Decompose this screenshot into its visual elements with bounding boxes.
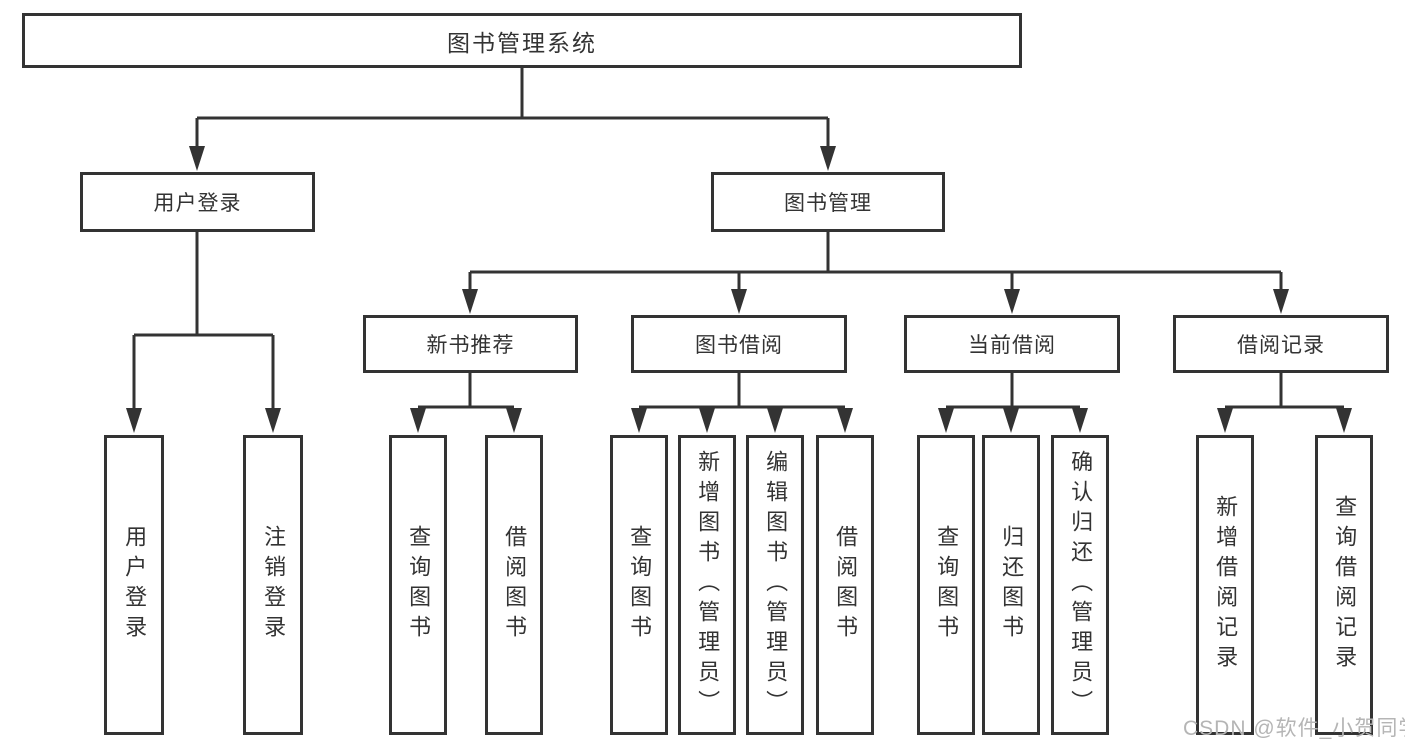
leaf-label: 查询图书 [627,525,653,645]
node-book-borrowing: 图书借阅 [631,315,847,373]
leaf-label: 新增图书（管理员） [695,450,721,720]
leaf-edit-book-admin: 编辑图书（管理员） [746,435,804,735]
node-book-management: 图书管理 [711,172,945,232]
leaf-query-books-current: 查询图书 [917,435,975,735]
arrowhead-icons [126,146,1352,433]
node-borrowing-records: 借阅记录 [1173,315,1389,373]
leaf-label: 归还图书 [999,525,1025,645]
node-label: 用户登录 [153,192,242,215]
leaf-label: 查询图书 [406,525,432,645]
leaf-query-books-recommend: 查询图书 [389,435,447,735]
node-user-login: 用户登录 [80,172,315,232]
leaf-label: 编辑图书（管理员） [763,450,789,720]
watermark: CSDN @软件_小贺同学 [1183,717,1405,740]
node-label: 新书推荐 [426,334,515,357]
leaf-label: 借阅图书 [502,525,528,645]
leaf-query-borrow-record: 查询借阅记录 [1315,435,1373,735]
leaf-add-borrow-record: 新增借阅记录 [1196,435,1254,735]
leaf-label: 确认归还（管理员） [1068,450,1094,720]
leaf-add-book-admin: 新增图书（管理员） [678,435,736,735]
node-current-borrowing: 当前借阅 [904,315,1120,373]
leaf-query-books-borrowing: 查询图书 [610,435,668,735]
leaf-user-login: 用户登录 [104,435,164,735]
leaf-borrow-books-recommend: 借阅图书 [485,435,543,735]
node-label: 图书借阅 [695,334,783,357]
leaf-return-books: 归还图书 [982,435,1040,735]
leaf-label: 注销登录 [261,525,287,645]
leaf-label: 用户登录 [122,525,148,645]
node-label: 借阅记录 [1237,334,1325,357]
leaf-logout: 注销登录 [243,435,303,735]
node-label: 图书管理系统 [447,29,597,56]
connector-lines [132,68,1344,410]
leaf-label: 借阅图书 [833,525,859,645]
node-label: 当前借阅 [968,334,1056,357]
node-new-book-recommendation: 新书推荐 [363,315,578,373]
leaf-borrow-books: 借阅图书 [816,435,874,735]
leaf-confirm-return-admin: 确认归还（管理员） [1051,435,1109,735]
node-label: 图书管理 [784,192,872,215]
leaf-label: 查询借阅记录 [1332,495,1358,675]
leaf-label: 查询图书 [934,525,960,645]
node-library-system-root: 图书管理系统 [22,13,1022,68]
leaf-label: 新增借阅记录 [1213,495,1239,675]
